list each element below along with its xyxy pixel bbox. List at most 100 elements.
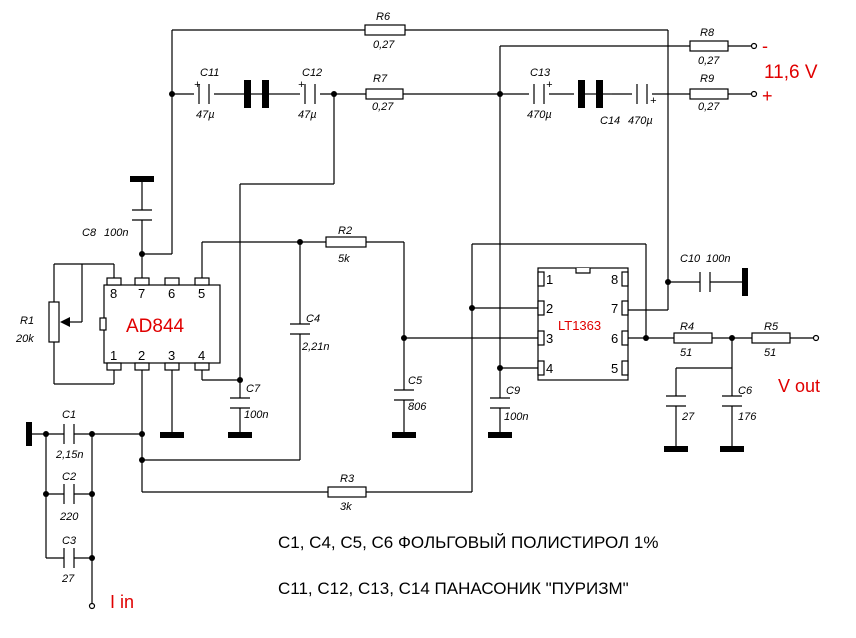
junctions [43,91,735,561]
ground-c8 [130,176,154,182]
capacitor-c5 [394,389,414,401]
lt1363-pinnum-7: 7 [611,301,618,316]
value-c3: 27 [61,573,75,585]
resistor-r2 [325,236,367,248]
ad844-notch [99,317,107,331]
lt1363-notch [575,268,591,274]
capacitor-c6 [722,395,742,407]
value-r4: 51 [680,347,692,359]
note-polystyrene: C1, C4, C5, C6 ФОЛЬГОВЫЙ ПОЛИСТИРОЛ 1% [278,533,658,552]
ad844-pinnum-4: 4 [198,348,205,363]
label-r3: R3 [340,473,355,485]
capacitor-c4 [290,323,310,335]
ad844-pinnum-1: 1 [110,348,117,363]
ad844-pin3 [164,362,180,371]
resistor-r7 [365,88,404,100]
terminal-minus [750,42,758,50]
value-c4: 2,21n [301,341,330,353]
resistor-r3 [327,486,367,498]
capacitor-c13 [533,84,545,104]
lt1363-pin1 [537,271,545,287]
value-c12: 47µ [298,109,317,121]
ground-pin3 [160,432,184,438]
ad844-pinnum-7: 7 [138,286,145,301]
value-r3: 3k [340,501,352,513]
value-c8: 100n [104,227,128,239]
label-r6: R6 [376,11,391,23]
resistor-r8 [689,40,729,52]
lt1363-pin5 [621,360,629,376]
polarity-marks: + + + + [194,79,657,107]
value-r9: 0,27 [698,101,720,113]
ground-c6 [720,446,744,452]
capacitor-c9 [490,397,510,409]
value-c2: 220 [59,511,79,523]
ground-c10 [742,268,748,296]
ad844-pin2 [134,362,150,371]
label-c3: C3 [62,535,77,547]
resistor-r5 [751,332,791,344]
vout-label: V out [778,376,820,396]
value-c6: 176 [738,411,757,423]
lt1363-pinnum-3: 3 [546,331,553,346]
battery-bar-left-a [244,80,251,108]
ad844-pin1 [106,362,122,371]
plus-c14: + [650,95,657,107]
label-r8: R8 [700,27,715,39]
notes: C1, C4, C5, C6 ФОЛЬГОВЫЙ ПОЛИСТИРОЛ 1% C… [278,533,658,598]
capacitor-27 [666,395,686,407]
lt1363-pin4 [537,360,545,376]
value-c10: 100n [706,253,730,265]
label-r2: R2 [338,225,352,237]
value-r2: 5k [338,253,350,265]
ad844-pinnum-8: 8 [110,286,117,301]
label-c8: C8 [82,227,97,239]
resistor-r9 [689,88,729,100]
label-c10: C10 [680,253,701,265]
ad844-pin5 [194,277,210,286]
label-c1: C1 [62,409,76,421]
ground-c1 [26,422,32,446]
ad844-pin6 [164,277,180,286]
lt1363-pinnum-6: 6 [611,331,618,346]
plus-c12: + [298,79,305,91]
terminal-vout [812,334,820,342]
capacitor-c3 [63,548,75,568]
ground-c5 [392,432,416,438]
ground-bars [26,176,748,452]
label-c2: C2 [62,471,76,483]
resistor-r1 [48,301,60,343]
ad844-pinnum-3: 3 [168,348,175,363]
resistor-r6 [364,24,406,36]
label-r7: R7 [373,73,388,85]
lt1363-pin2 [537,300,545,316]
capacitor-c1 [63,424,75,444]
ad844-pinnum-6: 6 [168,286,175,301]
capacitor-c8 [132,209,152,221]
lt1363-pinnum-5: 5 [611,361,618,376]
note-panasonic: C11, C12, C13, C14 ПАНАСОНИК "ПУРИЗМ" [278,579,629,598]
ground-c9 [488,432,512,438]
value-r8: 0,27 [698,55,720,67]
lt1363-pin6 [621,330,629,346]
value-c27: 27 [681,411,695,423]
label-c7: C7 [246,383,261,395]
ad844-pin4 [194,362,210,371]
battery-bar-right-b [596,80,603,108]
terminal-plus [750,90,758,98]
value-r5: 51 [764,347,776,359]
value-c5: 806 [408,401,427,413]
lt1363-pin3 [537,330,545,346]
label-c13: C13 [530,67,551,79]
terminal-iin [88,602,96,610]
supply-plus-sign: + [762,86,773,106]
ad844-pinnum-2: 2 [138,348,145,363]
value-c11: 47µ [196,109,215,121]
resistor-r4 [673,332,713,344]
capacitor-c2 [63,484,75,504]
label-c11: C11 [200,67,219,79]
supply-minus-sign: - [762,36,768,56]
value-r1: 20k [15,333,34,345]
